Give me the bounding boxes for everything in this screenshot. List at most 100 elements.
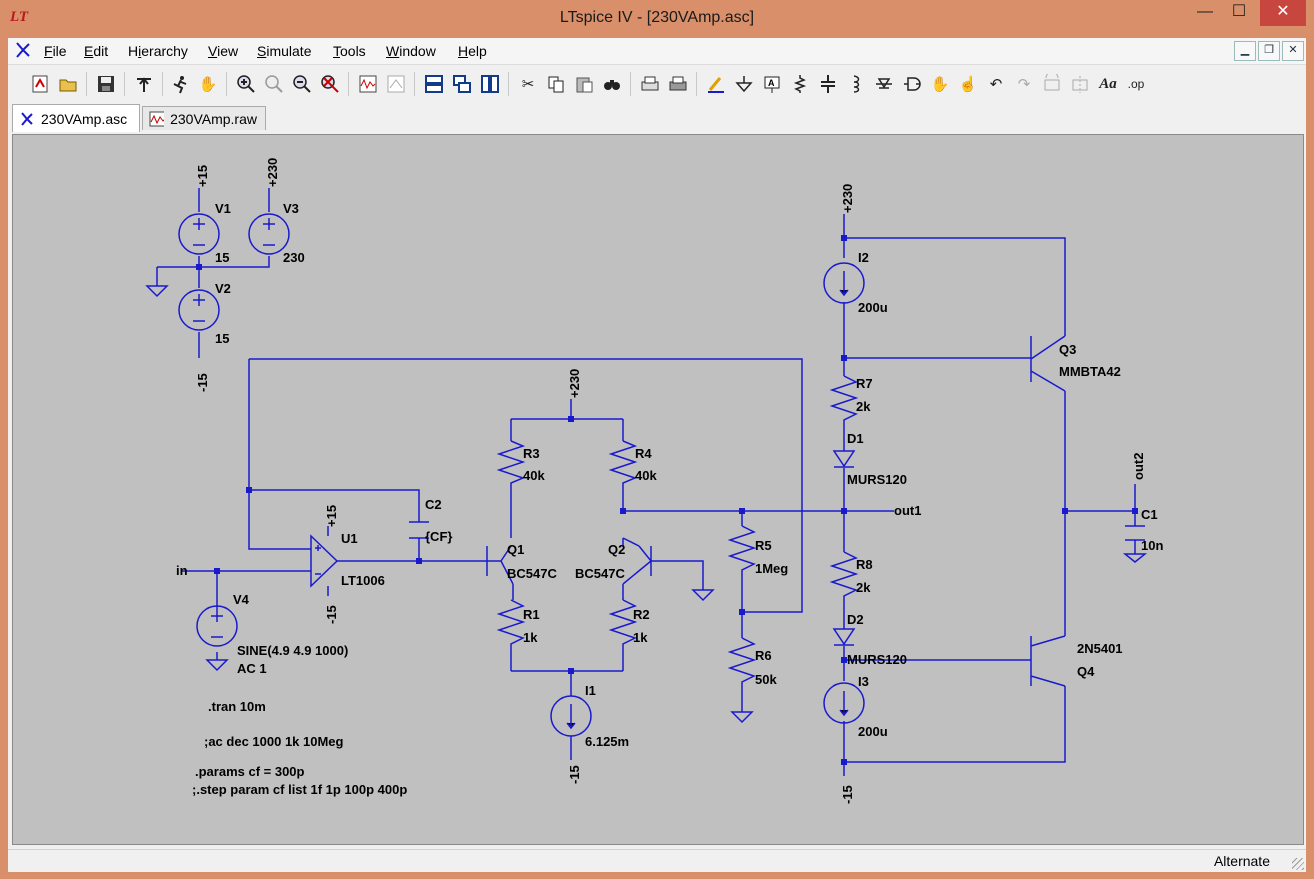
tab-waveform[interactable]: 230VAmp.raw xyxy=(142,106,266,130)
ground-icon[interactable] xyxy=(732,72,756,96)
menu-simulate[interactable]: Simulate xyxy=(257,43,312,59)
menu-file[interactable]: File xyxy=(44,43,67,59)
i2-ref: I2 xyxy=(858,250,869,265)
v2-ref: V2 xyxy=(215,281,231,296)
resistor-r2[interactable] xyxy=(608,599,638,652)
current-source-i2[interactable] xyxy=(823,262,865,304)
tile-horizontal-icon[interactable] xyxy=(422,72,446,96)
title-bar[interactable]: LT LTspice IV - [230VAmp.asc] — ☐ ✕ xyxy=(0,0,1314,38)
print-icon[interactable] xyxy=(666,72,690,96)
resistor-r6[interactable] xyxy=(727,637,757,688)
cascade-icon[interactable] xyxy=(450,72,474,96)
mdi-close-button[interactable]: ✕ xyxy=(1282,41,1304,61)
voltage-source-v3[interactable] xyxy=(248,213,290,255)
voltage-source-v2[interactable] xyxy=(178,289,220,331)
zoom-out-icon[interactable] xyxy=(290,72,314,96)
schematic-doc-icon[interactable] xyxy=(14,41,32,59)
find-icon[interactable] xyxy=(600,72,624,96)
voltage-source-v1[interactable] xyxy=(178,213,220,255)
menu-window[interactable]: Window xyxy=(386,43,436,59)
directive-step[interactable]: ;.step param cf list 1f 1p 100p 400p xyxy=(192,782,407,797)
capacitor-c1[interactable] xyxy=(1125,525,1145,541)
voltage-source-v4[interactable] xyxy=(196,605,238,647)
close-button[interactable]: ✕ xyxy=(1260,0,1306,26)
c2-ref: C2 xyxy=(425,497,442,512)
net-label-right-top: +230 xyxy=(840,184,855,213)
resistor-r7[interactable] xyxy=(829,375,859,426)
resistor-r4[interactable] xyxy=(608,440,638,491)
c1-value: 10n xyxy=(1141,538,1163,553)
menu-tools[interactable]: Tools xyxy=(333,43,366,59)
d2-value: MURS120 xyxy=(847,652,907,667)
r7-ref: R7 xyxy=(856,376,873,391)
cut-icon[interactable]: ✂ xyxy=(521,76,535,93)
minimize-button[interactable]: — xyxy=(1197,3,1213,20)
drag-icon[interactable]: ☝ xyxy=(958,76,978,93)
print-setup-icon[interactable] xyxy=(638,72,662,96)
maximize-button[interactable]: ☐ xyxy=(1231,3,1247,20)
copy-icon[interactable] xyxy=(544,72,568,96)
current-source-i1[interactable] xyxy=(550,695,592,737)
capacitor-icon[interactable] xyxy=(816,72,840,96)
zoom-fit-icon[interactable] xyxy=(318,72,342,96)
menu-hierarchy[interactable]: Hierarchy xyxy=(128,43,188,59)
menu-bar: File Edit Hierarchy View Simulate Tools … xyxy=(8,38,1306,65)
diode-d1[interactable] xyxy=(832,450,856,468)
schematic-icon xyxy=(21,111,33,126)
component-icon[interactable] xyxy=(900,72,924,96)
r6-value: 50k xyxy=(755,672,777,687)
pan-icon[interactable] xyxy=(262,72,286,96)
document-tabs: 230VAmp.asc 230VAmp.raw xyxy=(8,104,1306,132)
resistor-r1[interactable] xyxy=(496,599,526,652)
menu-help[interactable]: Help xyxy=(458,43,487,59)
halt-icon[interactable]: ✋ xyxy=(198,76,218,93)
control-panel-icon[interactable] xyxy=(132,72,156,96)
diode-d2[interactable] xyxy=(832,628,856,646)
resistor-r8[interactable] xyxy=(829,551,859,601)
directive-ac[interactable]: ;ac dec 1000 1k 10Meg xyxy=(204,734,344,749)
resistor-icon[interactable] xyxy=(788,72,812,96)
capacitor-c2[interactable] xyxy=(409,521,429,539)
r6-ref: R6 xyxy=(755,648,772,663)
run-icon[interactable] xyxy=(168,72,192,96)
mdi-restore-button[interactable]: ❐ xyxy=(1258,41,1280,61)
move-icon[interactable]: ✋ xyxy=(930,76,950,93)
schematic-canvas[interactable]: +15 +230 -15 V1 15 V2 15 V3 230 +230 +15… xyxy=(12,134,1304,845)
status-text: Alternate xyxy=(1213,853,1270,869)
diode-icon[interactable] xyxy=(872,72,896,96)
directive-tran[interactable]: .tran 10m xyxy=(208,699,266,714)
spice-directive-icon[interactable]: .op xyxy=(1127,77,1145,91)
q4-value: 2N5401 xyxy=(1077,641,1123,656)
text-icon[interactable]: Aa xyxy=(1099,75,1117,92)
autorange-icon[interactable] xyxy=(384,72,408,96)
mirror-icon[interactable] xyxy=(1068,72,1092,96)
new-schematic-icon[interactable] xyxy=(28,72,52,96)
schematic-drawing[interactable]: +15 +230 -15 V1 15 V2 15 V3 230 +230 +15… xyxy=(13,135,1303,844)
undo-icon[interactable]: ↶ xyxy=(989,76,1003,93)
v2-value: 15 xyxy=(215,331,229,346)
zoom-in-icon[interactable] xyxy=(234,72,258,96)
current-source-i3[interactable] xyxy=(823,682,865,724)
resistor-r3[interactable] xyxy=(496,440,526,491)
v4-ref: V4 xyxy=(233,592,250,607)
resistor-r5[interactable] xyxy=(727,525,757,576)
waveform-icon[interactable] xyxy=(356,72,380,96)
paste-icon[interactable] xyxy=(572,72,596,96)
redo-icon[interactable]: ↷ xyxy=(1017,76,1031,93)
tab-schematic[interactable]: 230VAmp.asc xyxy=(12,104,140,132)
menu-edit[interactable]: Edit xyxy=(84,43,109,59)
rotate-icon[interactable] xyxy=(1040,72,1064,96)
junctions xyxy=(196,235,1138,765)
opamp-u1[interactable] xyxy=(310,534,339,588)
save-icon[interactable] xyxy=(94,72,118,96)
i1-ref: I1 xyxy=(585,683,596,698)
draw-wire-icon[interactable] xyxy=(704,72,728,96)
inductor-icon[interactable] xyxy=(844,72,868,96)
open-icon[interactable] xyxy=(56,72,80,96)
label-net-icon[interactable]: A xyxy=(760,72,784,96)
directive-params[interactable]: .params cf = 300p xyxy=(195,764,305,779)
resize-grip-icon[interactable] xyxy=(1292,858,1304,870)
menu-view[interactable]: View xyxy=(208,43,239,59)
mdi-minimize-button[interactable]: ▁ xyxy=(1234,41,1256,61)
tile-vertical-icon[interactable] xyxy=(478,72,502,96)
